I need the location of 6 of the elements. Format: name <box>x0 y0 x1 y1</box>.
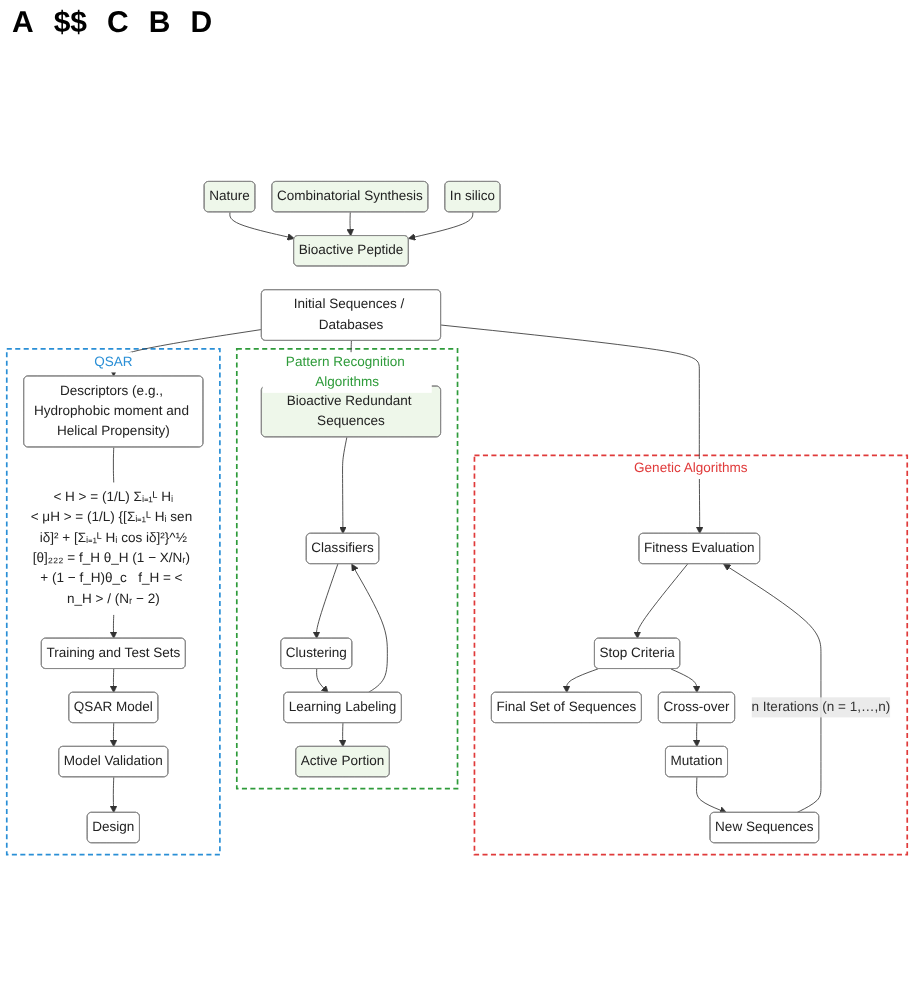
connector <box>112 446 115 484</box>
panel-letter: A <box>12 5 34 39</box>
cost-label: $$ <box>53 5 88 39</box>
panel-letter: D <box>190 5 213 39</box>
panel-letter: B <box>148 5 171 39</box>
panel-letter: C <box>107 5 129 39</box>
